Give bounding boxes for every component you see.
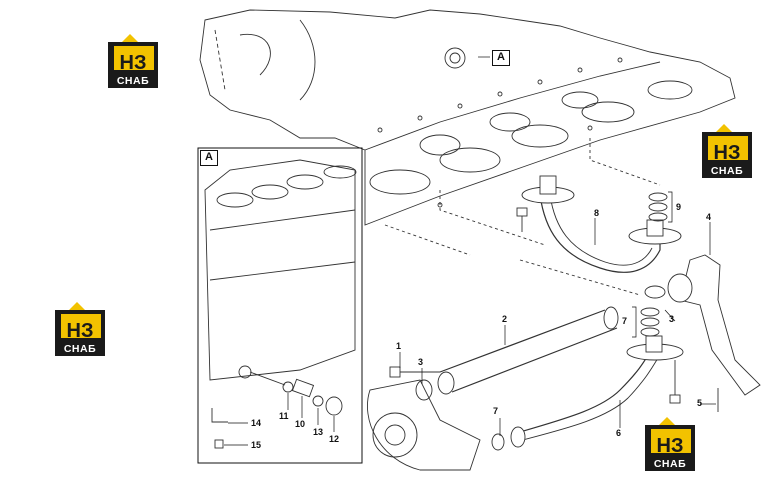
callout-7: 7 [493, 406, 499, 416]
logo-shapes [55, 34, 752, 465]
suction-pipe-4 [679, 254, 761, 396]
callout-9: 9 [676, 202, 682, 212]
brand-logo: НЗ СНАБ [102, 32, 164, 94]
callout-7: 7 [622, 316, 628, 326]
seal-13 [312, 395, 324, 407]
callout-2: 2 [502, 314, 508, 324]
sump-opening [369, 169, 431, 195]
logo-caption: СНАБ [645, 457, 695, 471]
detail-a-frame [197, 147, 363, 464]
sump-opening [439, 147, 501, 173]
logo-mark: НЗ [119, 52, 147, 74]
plug-12 [325, 396, 343, 416]
callout-3: 3 [669, 314, 675, 324]
seal-11 [282, 381, 294, 393]
callout-10: 10 [295, 419, 306, 429]
logo-caption: СНАБ [55, 342, 105, 356]
view-ref-a: A [492, 50, 510, 66]
brand-logo: НЗ СНАБ [49, 300, 111, 362]
sump-opening [511, 124, 569, 148]
callout-1: 1 [396, 341, 402, 351]
callout-5: 5 [697, 398, 703, 408]
logo-mark: НЗ [66, 320, 94, 342]
o-ring-7 [640, 307, 660, 317]
callout-4: 4 [706, 212, 712, 222]
callout-14: 14 [251, 418, 262, 428]
adapter-10 [291, 378, 315, 398]
callout-13: 13 [313, 427, 324, 437]
callout-12: 12 [329, 434, 340, 444]
sump-opening [647, 80, 693, 100]
brand-logo: НЗ СНАБ [696, 122, 758, 184]
pipe-8 [539, 194, 661, 273]
pipe-2 [439, 309, 618, 393]
engine-block-outline [199, 9, 736, 226]
logo-mark: НЗ [656, 435, 684, 457]
callout-11: 11 [279, 411, 289, 421]
callout-8: 8 [594, 208, 600, 218]
brand-logo: НЗ СНАБ [639, 415, 701, 477]
pipe-6 [519, 351, 651, 433]
logo-mark: НЗ [713, 142, 741, 164]
callout-6: 6 [616, 428, 622, 438]
logo-caption: СНАБ [108, 74, 158, 88]
detail-ref-a: A [200, 150, 218, 166]
oil-pump [367, 379, 481, 471]
o-ring-9 [648, 192, 668, 202]
callout-3: 3 [418, 357, 424, 367]
bracket-14 [211, 408, 228, 423]
logo-caption: СНАБ [702, 164, 752, 178]
sump-opening [581, 101, 635, 123]
callout-15: 15 [251, 440, 262, 450]
